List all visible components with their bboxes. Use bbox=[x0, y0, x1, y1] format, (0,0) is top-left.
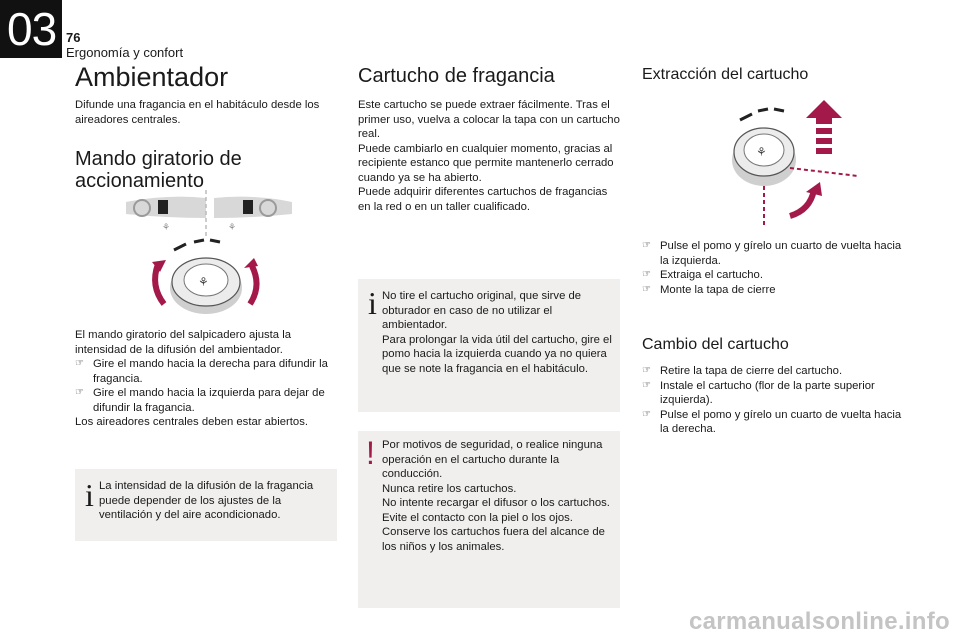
pointing-finger-icon: ☞ bbox=[642, 269, 651, 280]
list-item: ☞Pulse el pomo y gírelo un cuarto de vue… bbox=[642, 240, 902, 267]
list-item: ☞Gire el mando hacia la izquierda para d… bbox=[75, 387, 325, 414]
info-box-intensity: i La intensidad de la difusión de la fra… bbox=[75, 469, 337, 541]
watermark: carmanualsonline.info bbox=[688, 608, 950, 635]
intro-text: Difunde una fragancia en el habitáculo d… bbox=[75, 99, 320, 126]
extraction-bullet-list: ☞Pulse el pomo y gírelo un cuarto de vue… bbox=[642, 239, 904, 297]
list-item: ☞Gire el mando hacia la derecha para dif… bbox=[75, 358, 328, 385]
list-item: ☞Extraiga el cartucho. bbox=[642, 269, 763, 281]
knob-description: El mando giratorio del salpicadero ajust… bbox=[75, 329, 292, 356]
list-item: ☞Monte la tapa de cierre bbox=[642, 283, 776, 296]
svg-text:⚘: ⚘ bbox=[162, 223, 170, 233]
warning-text: Por motivos de seguridad, o realice ning… bbox=[382, 439, 610, 553]
list-item: ☞Instale el cartucho (flor de la parte s… bbox=[642, 379, 875, 407]
pointing-finger-icon: ☞ bbox=[642, 283, 651, 295]
svg-text:⚘: ⚘ bbox=[228, 223, 236, 233]
knob-illustration: ⚘ bbox=[152, 238, 260, 314]
cartridge-title: Cartucho de fragancia bbox=[358, 65, 555, 87]
pointing-finger-icon: ☞ bbox=[75, 387, 84, 398]
svg-text:⚘: ⚘ bbox=[756, 145, 767, 159]
vents-note: Los aireadores centrales deben estar abi… bbox=[75, 416, 308, 428]
warning-box: ! Por motivos de seguridad, o realice ni… bbox=[358, 431, 620, 608]
page-number: 76 bbox=[66, 30, 81, 45]
svg-text:⚘: ⚘ bbox=[198, 275, 209, 289]
chapter-tab: 03 bbox=[0, 0, 62, 58]
list-item: ☞Pulse el pomo y gírelo un cuarto de vue… bbox=[642, 408, 902, 436]
change-title: Cambio del cartucho bbox=[642, 336, 789, 353]
pointing-finger-icon: ☞ bbox=[642, 240, 651, 251]
cartridge-text: Este cartucho se puede extraer fácilment… bbox=[358, 99, 620, 213]
info-icon: i bbox=[368, 285, 377, 321]
pointing-finger-icon: ☞ bbox=[642, 379, 651, 391]
info-text: No tire el cartucho original, que sirve … bbox=[382, 290, 612, 375]
section-title: Ergonomía y confort bbox=[66, 45, 184, 60]
pointing-finger-icon: ☞ bbox=[75, 358, 84, 369]
info-icon: i bbox=[85, 477, 94, 513]
info-box-cartridge: i No tire el cartucho original, que sirv… bbox=[358, 279, 620, 412]
chapter-number: 03 bbox=[7, 3, 57, 55]
pointing-finger-icon: ☞ bbox=[642, 408, 651, 420]
pointing-finger-icon: ☞ bbox=[642, 365, 651, 376]
info-text: La intensidad de la difusión de la fraga… bbox=[99, 480, 314, 521]
main-title: Ambientador bbox=[75, 62, 229, 92]
knob-bullet-list: ☞Gire el mando hacia la derecha para dif… bbox=[75, 357, 337, 415]
warning-icon: ! bbox=[366, 435, 375, 471]
dashboard-illustration: ⚘ ⚘ bbox=[126, 190, 292, 236]
extraction-illustration: ⚘ bbox=[732, 100, 859, 228]
change-bullet-list: ☞Retire la tapa de cierre del cartucho. … bbox=[642, 364, 904, 437]
extraction-title: Extracción del cartucho bbox=[642, 66, 809, 83]
subtitle-knob: Mando giratorio de accionamiento bbox=[75, 148, 242, 192]
list-item: ☞Retire la tapa de cierre del cartucho. bbox=[642, 365, 843, 377]
